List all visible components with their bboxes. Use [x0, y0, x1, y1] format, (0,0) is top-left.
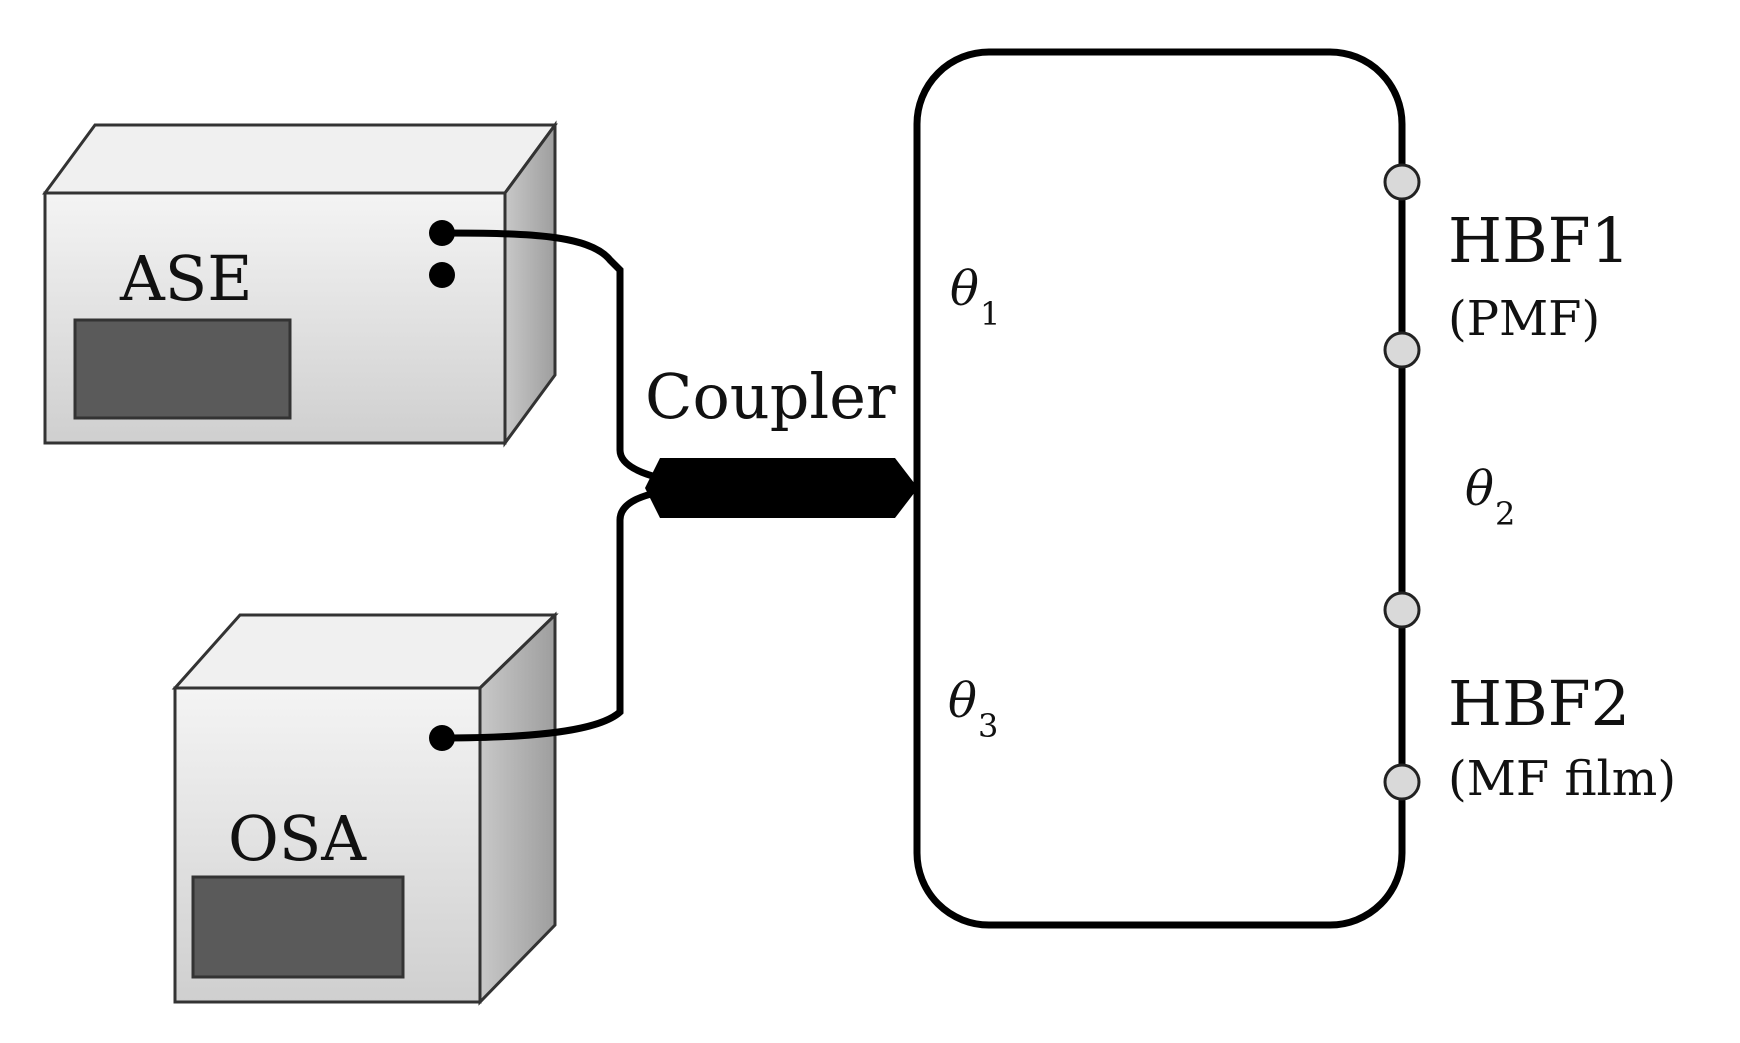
- theta1-label: θ 1: [950, 261, 1000, 333]
- coupler-label: Coupler: [645, 360, 896, 433]
- ase-label: ASE: [119, 242, 253, 315]
- theta2-symbol: θ: [1465, 461, 1494, 517]
- ase-screen: [73, 318, 292, 420]
- coupler: [645, 458, 918, 518]
- osa-screen: [191, 875, 405, 979]
- ase-top-face: [42, 123, 558, 195]
- theta3-label: θ 3: [948, 673, 998, 745]
- ase-port-2: [429, 262, 455, 288]
- hbf1-type: (PMF): [1448, 291, 1600, 347]
- theta3-symbol: θ: [948, 673, 977, 729]
- hbf1-name: HBF1: [1448, 204, 1630, 277]
- theta2-label: θ 2: [1465, 461, 1515, 533]
- splice-point-1: [1383, 163, 1421, 201]
- splice-point-3: [1383, 591, 1421, 629]
- fiber-loop: [913, 48, 1406, 929]
- ase-fiber: [441, 229, 661, 482]
- osa-device: OSA: [171, 611, 559, 1006]
- ase-device: ASE: [42, 120, 558, 448]
- theta1-subscript: 1: [980, 295, 1000, 333]
- theta2-subscript: 2: [1495, 495, 1515, 533]
- hbf2-type: (MF film): [1448, 751, 1676, 807]
- splice-point-2: [1383, 331, 1421, 369]
- hbf2-name: HBF2: [1448, 667, 1630, 740]
- theta1-symbol: θ: [950, 261, 979, 317]
- theta3-subscript: 3: [978, 707, 998, 745]
- osa-label: OSA: [228, 802, 367, 875]
- osa-fiber: [441, 488, 661, 742]
- splice-point-4: [1383, 763, 1421, 801]
